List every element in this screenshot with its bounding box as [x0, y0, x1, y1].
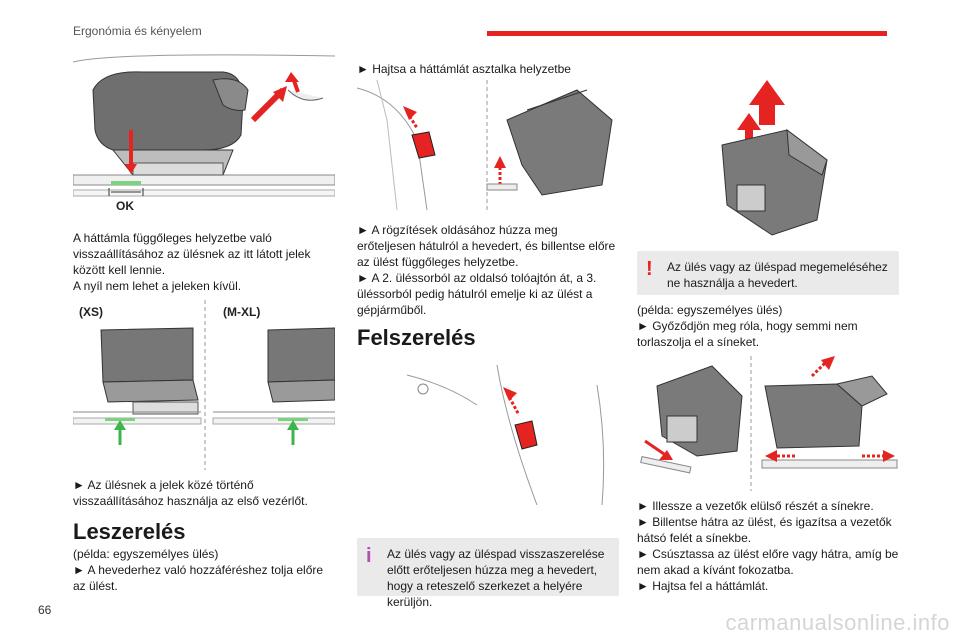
col3-para6: ► Hajtsa fel a háttámlát. — [637, 579, 769, 593]
figure-seat-lift — [697, 75, 857, 240]
fig2-label-mxl: (M-XL) — [223, 305, 260, 319]
page-number: 66 — [38, 603, 52, 617]
heading-leszereles: Leszerelés — [73, 519, 186, 544]
info-icon: i — [366, 545, 372, 567]
warning-note: ! Az ülés vagy az üléspad megemeléséhez … — [637, 251, 899, 295]
figure-strap-pull — [397, 365, 619, 505]
info-note: i Az ülés vagy az üléspad visszaszerelés… — [357, 538, 619, 609]
col1-para4: (példa: egyszemélyes ülés) — [73, 547, 219, 561]
col1-para2: A nyíl nem lehet a jeleken kívül. — [73, 279, 242, 293]
col3-para3: ► Illessze a vezetők elülső részét a sín… — [637, 499, 874, 513]
col3-para2: ► Győződjön meg róla, hogy semmi nem tor… — [637, 319, 858, 349]
col2-para3: ► A 2. üléssorból az oldalsó tolóajtón á… — [357, 271, 597, 317]
exclamation-icon: ! — [646, 258, 653, 280]
fig1-ok-label: OK — [116, 199, 134, 213]
heading-felszereles: Felszerelés — [357, 325, 476, 350]
col3-para4: ► Billentse hátra az ülést, és igazítsa … — [637, 515, 892, 545]
col1-para5: ► A hevederhez való hozzáféréshez tolja … — [73, 563, 324, 593]
fig2-label-xs: (XS) — [79, 305, 103, 319]
figure-strap-release — [357, 80, 619, 210]
figure-seat-rails — [637, 356, 899, 491]
header-accent-bar — [487, 31, 887, 36]
watermark: carmanualsonline.info — [725, 610, 950, 635]
col1-para1: A háttámla függőleges helyzetbe való vis… — [73, 231, 311, 277]
col3-para1: (példa: egyszemélyes ülés) — [637, 303, 783, 317]
figure-seat-sizes: (XS) (M-XL) — [73, 300, 335, 470]
col2-para2: ► A rögzítések oldásához húzza meg erőte… — [357, 223, 616, 269]
figure-seat-marks-ok: OK — [73, 50, 335, 215]
page-header-text: Ergonómia és kényelem — [73, 24, 202, 38]
info-note-text: Az ülés vagy az üléspad visszaszerelése … — [387, 547, 605, 609]
warning-note-text: Az ülés vagy az üléspad megemeléséhez ne… — [667, 260, 888, 290]
col2-para1: ► Hajtsa a háttámlát asztalka helyzetbe — [357, 62, 571, 76]
col3-para5: ► Csúsztassa az ülést előre vagy hátra, … — [637, 547, 899, 577]
col1-para3: ► Az ülésnek a jelek közé történő vissza… — [73, 478, 308, 508]
